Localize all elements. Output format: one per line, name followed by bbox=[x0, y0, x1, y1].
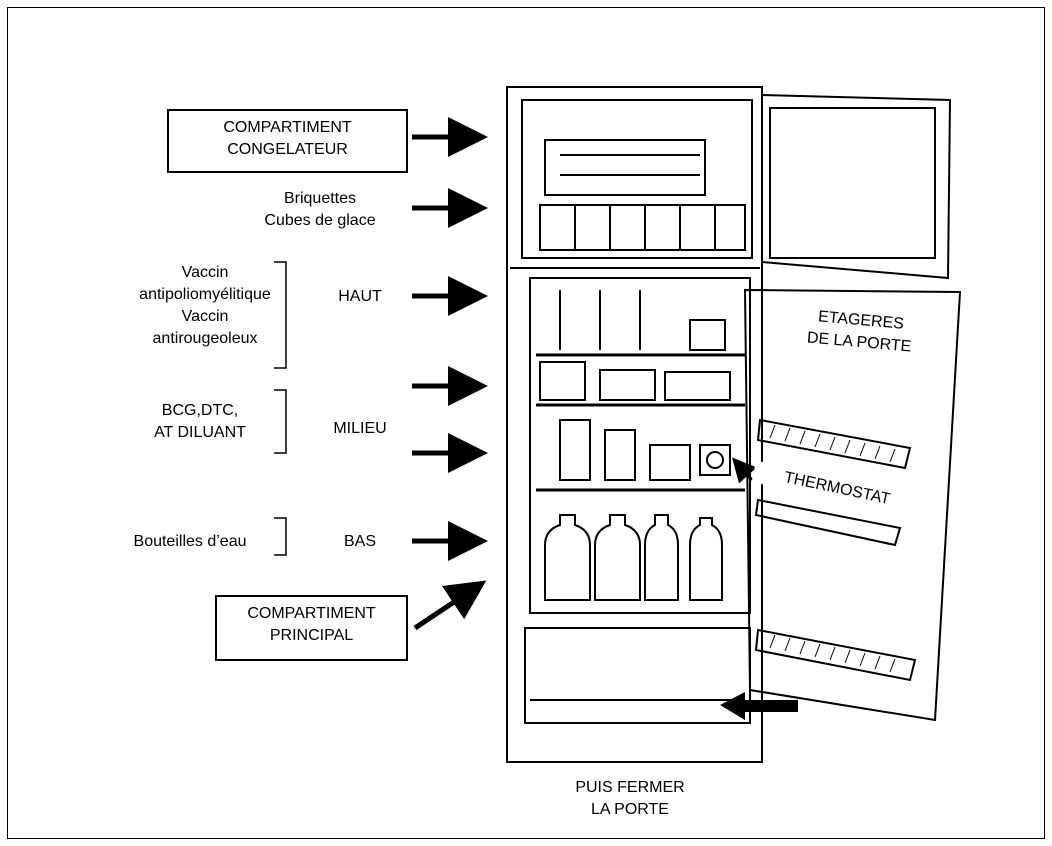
ice-line-2: Cubes de glace bbox=[264, 212, 376, 229]
freezer-door bbox=[761, 93, 952, 280]
top-vaccines-label: Vaccin antipoliomyélitique Vaccin antiro… bbox=[130, 262, 280, 350]
thermostat-dial bbox=[699, 444, 731, 476]
freezer-inner bbox=[521, 99, 753, 259]
top-vaccines-line-1: Vaccin bbox=[181, 264, 229, 281]
top-vaccines-line-3: Vaccin bbox=[181, 308, 229, 325]
bracket-middle bbox=[274, 389, 287, 454]
crisper bbox=[524, 627, 751, 724]
close-door-line-1: PUIS FERMER bbox=[575, 779, 685, 796]
main-box-line-1: COMPARTIMENT bbox=[247, 605, 376, 622]
top-vaccines-line-4: antirougeoleux bbox=[152, 330, 258, 347]
close-door-line-2: LA PORTE bbox=[591, 801, 669, 818]
freezer-box-line-1: COMPARTIMENT bbox=[223, 119, 352, 136]
bottom-shelf-label: BAS bbox=[343, 533, 376, 550]
ice-line-1: Briquettes bbox=[283, 190, 357, 207]
bracket-bottom bbox=[274, 517, 287, 556]
fridge-body bbox=[506, 86, 763, 763]
middle-vaccines-line-2: AT DILUANT bbox=[154, 424, 246, 441]
freezer-box-line-2: CONGELATEUR bbox=[227, 141, 348, 158]
diagram-frame bbox=[7, 7, 1045, 839]
close-door-label: PUIS FERMER LA PORTE bbox=[540, 777, 720, 821]
main-box-line-2: PRINCIPAL bbox=[269, 627, 354, 644]
middle-vaccines-label: BCG,DTC, AT DILUANT bbox=[125, 400, 275, 444]
top-vaccines-line-2: antipoliomyélitique bbox=[139, 286, 271, 303]
close-door-arrow bbox=[720, 692, 798, 720]
freezer-compartment-box: COMPARTIMENT CONGELATEUR bbox=[167, 109, 408, 173]
middle-shelf-label: MILIEU bbox=[333, 420, 387, 437]
main-door bbox=[743, 288, 962, 722]
bottom-items-label: Bouteilles d’eau bbox=[133, 533, 247, 550]
arrow-main-compartment bbox=[413, 580, 487, 631]
middle-vaccines-line-1: BCG,DTC, bbox=[161, 402, 239, 419]
ice-label: Briquettes Cubes de glace bbox=[230, 188, 410, 232]
main-inner bbox=[529, 277, 751, 614]
top-shelf-label: HAUT bbox=[338, 288, 382, 305]
arrow-thermostat bbox=[732, 457, 757, 484]
main-compartment-box: COMPARTIMENT PRINCIPAL bbox=[215, 595, 408, 661]
bracket-top bbox=[274, 261, 287, 369]
